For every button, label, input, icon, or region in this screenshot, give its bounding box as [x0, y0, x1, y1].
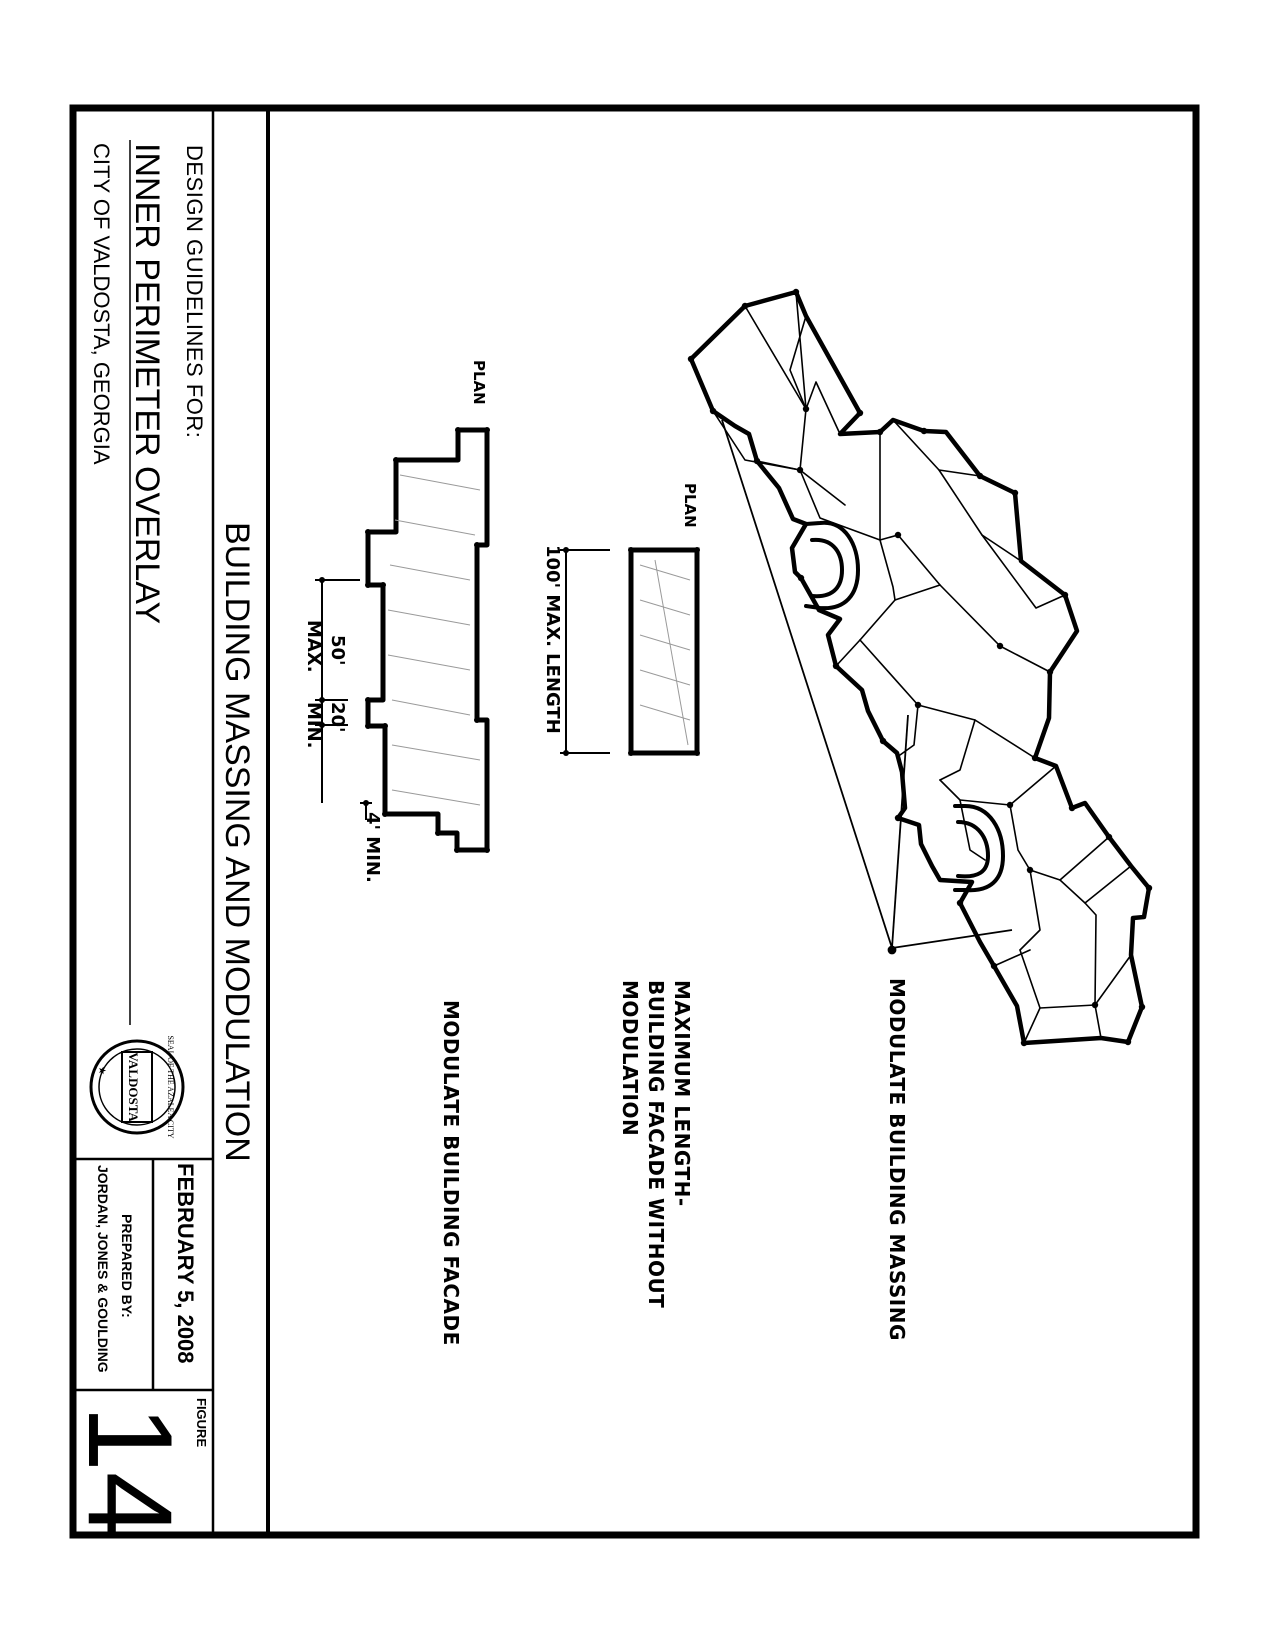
tb-sheet-title: BUILDING MASSING AND MODULATION: [218, 522, 256, 1162]
tb-figure-number: 14: [63, 1405, 197, 1539]
tb-city: CITY OF VALDOSTA, GEORGIA: [89, 143, 114, 465]
dim-50-max: MAX.: [303, 620, 324, 673]
dim-max-length: 100' MAX. LENGTH: [542, 545, 563, 734]
dim-50: 50': [327, 635, 348, 666]
sheet-border: [69, 104, 1200, 1539]
tb-heading: DESIGN GUIDELINES FOR:: [182, 145, 207, 439]
city-seal-icon: VALDOSTA SEAL OF THE AZALEA CITY ★: [89, 1035, 185, 1139]
dim-20-min: MIN.: [303, 702, 324, 749]
tb-date: FEBRUARY 5, 2008: [173, 1163, 198, 1364]
massing-leader-lines: [721, 419, 1013, 955]
plan-label-rect: PLAN: [681, 483, 699, 528]
seal-name: VALDOSTA: [126, 1052, 141, 1122]
building-massing-sketch: [687, 288, 1153, 1047]
plan-rectangular: [560, 547, 700, 756]
seal-outer-text: SEAL OF THE AZALEA CITY: [166, 1035, 175, 1138]
dim-4-min: 4' MIN.: [362, 812, 383, 883]
tb-prepared-by: JORDAN, JONES & GOULDING: [95, 1165, 111, 1373]
plan-label-modulated: PLAN: [470, 360, 488, 405]
tb-title: INNER PERIMETER OVERLAY: [128, 143, 166, 625]
dim-20: 20': [327, 702, 348, 733]
note-modulate-facade: MODULATE BUILDING FACADE: [439, 1000, 463, 1346]
tb-prepared-label: PREPARED BY:: [119, 1214, 135, 1318]
note-modulate-massing: MODULATE BUILDING MASSING: [885, 978, 909, 1341]
note-max-length: MAXIMUM LENGTH- BUILDING FACADE WITHOUT …: [618, 980, 694, 1309]
svg-text:★: ★: [96, 1066, 107, 1075]
plan-modulated: [315, 427, 490, 853]
